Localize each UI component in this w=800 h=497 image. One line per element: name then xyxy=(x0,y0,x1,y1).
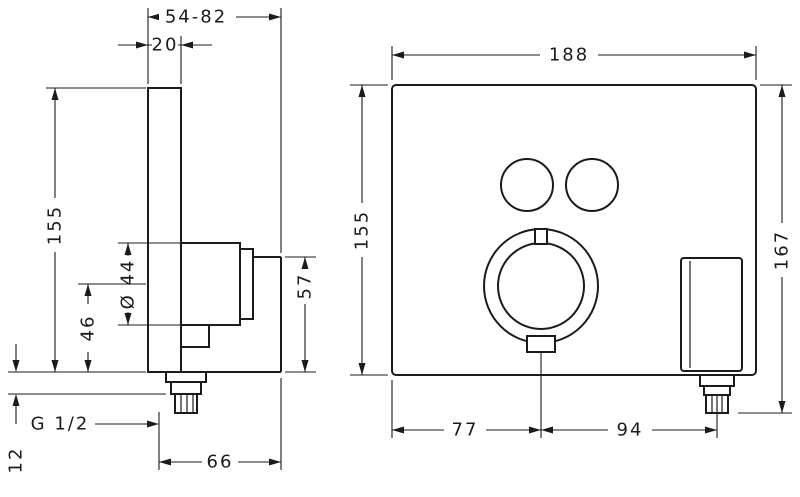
dim-front-plate-height: 155 xyxy=(352,210,373,250)
dim-front-axis-to-outlet: 94 xyxy=(617,420,644,441)
dim-side-axis-to-bottom: 46 xyxy=(78,315,99,342)
side-handle-body xyxy=(180,242,241,326)
side-view xyxy=(147,87,282,414)
front-shelf xyxy=(680,257,743,372)
dimension-overall-height: 167 xyxy=(738,84,793,414)
dim-side-bottom-depth: 66 xyxy=(207,452,234,473)
select-button-left xyxy=(500,158,554,212)
side-bottom-outlet xyxy=(165,371,207,414)
dimension-axis-to-bottom: 46 xyxy=(78,283,146,372)
dim-thread-size: G 1/2 xyxy=(31,414,90,435)
dim-front-edge-to-axis: 77 xyxy=(452,420,479,441)
front-bottom-outlet xyxy=(699,374,735,414)
dimension-side-height: 155 xyxy=(8,87,146,373)
dimension-plate-thickness: 20 xyxy=(118,35,212,84)
dim-side-outlet-offset: 12 xyxy=(6,447,27,474)
select-button-right xyxy=(565,158,619,212)
dim-side-plate-height: 155 xyxy=(45,205,66,245)
dim-front-overall-height: 167 xyxy=(772,230,793,270)
dial-grip-tab xyxy=(526,335,556,353)
dial-top-marker xyxy=(534,228,548,245)
dimension-thread-label: G 1/2 xyxy=(31,414,159,435)
side-handle-grip-tab xyxy=(180,324,210,348)
dimension-shelf-height: 57 xyxy=(285,256,316,373)
side-wall-plate xyxy=(147,87,182,373)
side-handle-cap xyxy=(239,248,254,320)
dimension-outlet-offset: 12 xyxy=(6,344,166,474)
dim-side-depth-range: 54-82 xyxy=(165,7,227,28)
dimension-bottom-spacing: 77 94 xyxy=(391,352,718,441)
dim-side-plate-thickness: 20 xyxy=(152,35,179,56)
dim-side-shelf-height: 57 xyxy=(295,273,316,300)
front-view xyxy=(391,84,757,414)
thermostat-dial-inner xyxy=(497,242,585,330)
dimension-depth-range: 54-82 xyxy=(147,7,282,253)
dimension-front-width: 188 xyxy=(391,45,757,80)
dim-front-plate-width: 188 xyxy=(549,45,589,66)
dimension-front-height: 155 xyxy=(350,84,388,376)
front-wall-plate xyxy=(391,84,757,376)
dimension-bottom-depth: 66 xyxy=(158,378,282,473)
